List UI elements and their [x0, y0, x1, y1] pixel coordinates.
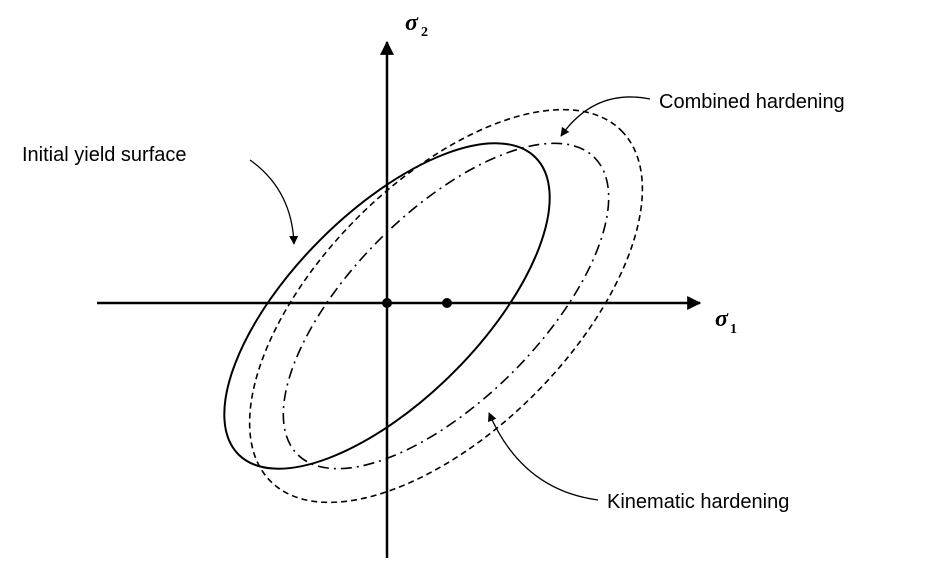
combined-leader-arrow [560, 96, 651, 137]
sigma2-subscript: 2 [421, 25, 428, 40]
origin-point [382, 298, 392, 308]
kinematic-hardening-surface [282, 142, 610, 470]
initial-yield-surface [223, 142, 551, 470]
combined-hardening-surface [248, 108, 644, 504]
kinematic-hardening-label: Kinematic hardening [607, 491, 789, 513]
back-stress-point [442, 298, 452, 308]
initial-leader-arrow [249, 159, 299, 245]
combined-hardening-label: Combined hardening [659, 91, 845, 113]
sigma1-subscript: 1 [730, 322, 737, 337]
sigma1-label: σ [715, 306, 729, 332]
sigma2-label: σ [405, 10, 419, 36]
initial-yield-surface-label: Initial yield surface [22, 144, 187, 166]
kinematic-leader-arrow [488, 412, 599, 501]
